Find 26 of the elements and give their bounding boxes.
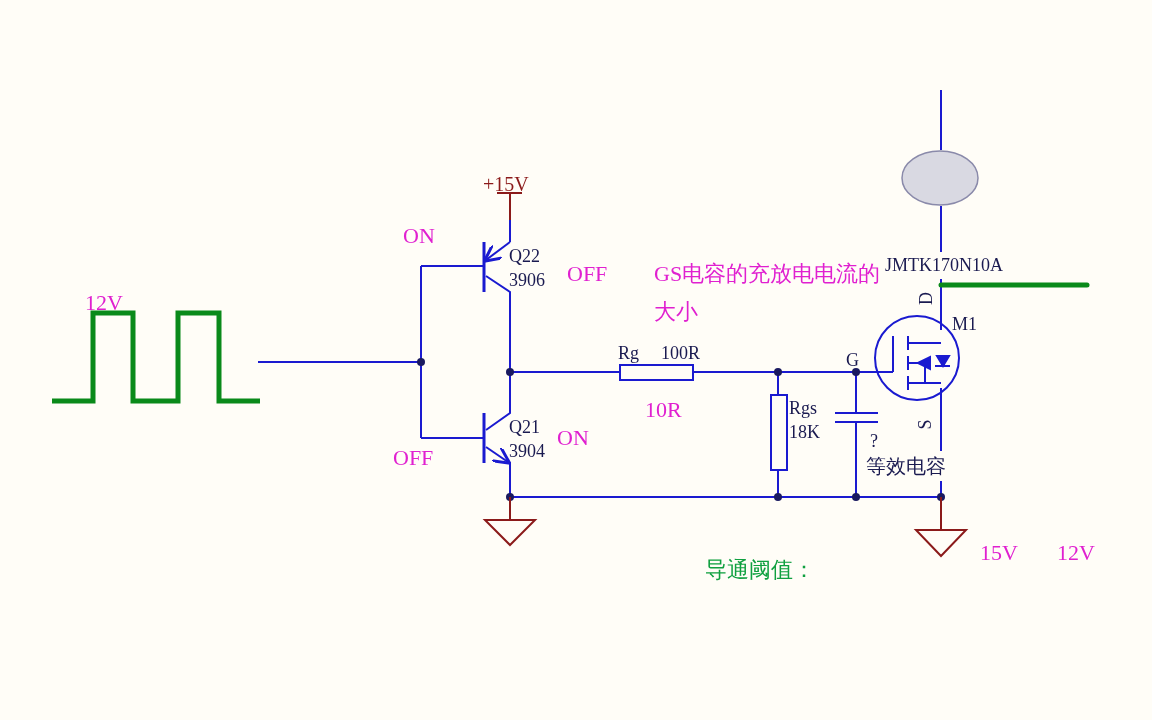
annotation-label: OFF — [567, 260, 608, 288]
voltage-label: +15V — [483, 172, 529, 197]
note-text: 等效电容 — [866, 451, 946, 481]
component-label: 18K — [789, 421, 820, 444]
component-label: Rg — [618, 342, 639, 365]
component-label: M1 — [952, 313, 977, 336]
annotation-label: 15V — [980, 539, 1018, 567]
component-label: ? — [870, 430, 878, 453]
note-text: 导通阈值： — [705, 556, 815, 584]
component-label: 3906 — [509, 269, 545, 292]
annotation-label: 12V — [85, 289, 123, 317]
annotation-label: ON — [403, 222, 435, 250]
note-text: GS电容的充放电电流的大小 — [654, 260, 882, 326]
component-label: Q22 — [509, 245, 540, 268]
annotation-label: ON — [557, 424, 589, 452]
component-label: G — [846, 349, 859, 372]
pin-label: D — [915, 292, 937, 305]
annotation-label: OFF — [393, 444, 434, 472]
annotation-label: 10R — [645, 396, 682, 424]
pin-label: S — [913, 419, 936, 430]
component-label: JMTK170N10A — [885, 252, 1003, 279]
component-label: Q21 — [509, 416, 540, 439]
component-label: Rgs — [789, 397, 817, 420]
annotation-label: 12V — [1057, 539, 1095, 567]
component-label: 3904 — [509, 440, 545, 463]
component-label: 100R — [661, 342, 700, 365]
